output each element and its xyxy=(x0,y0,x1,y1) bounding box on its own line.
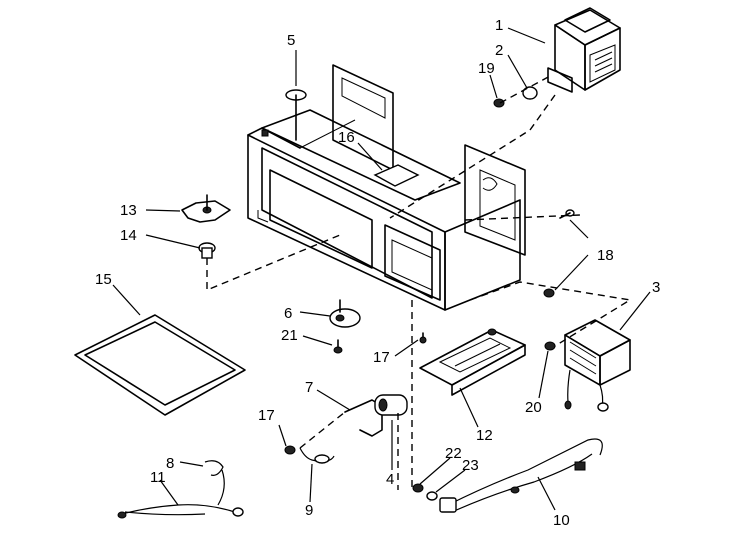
callout-17-left: 17 xyxy=(258,407,275,424)
capacitor-unit-part xyxy=(564,319,631,412)
base-plate-part xyxy=(419,328,526,396)
callout-12: 12 xyxy=(476,427,493,444)
callout-19: 19 xyxy=(478,60,495,77)
stirrer-blade-part xyxy=(181,194,231,223)
nut-part-20 xyxy=(544,341,556,351)
transformer-part xyxy=(547,7,621,93)
power-cord-part xyxy=(439,438,603,513)
callout-1: 1 xyxy=(495,17,503,34)
callout-7: 7 xyxy=(305,379,313,396)
callout-16: 16 xyxy=(338,129,355,146)
callout-18: 18 xyxy=(597,247,614,264)
callout-13: 13 xyxy=(120,202,137,219)
callout-9: 9 xyxy=(305,502,313,519)
callout-23: 23 xyxy=(462,457,479,474)
wire-harness-part-11 xyxy=(117,460,244,519)
callout-21: 21 xyxy=(281,327,298,344)
washers-part-22-23 xyxy=(412,483,438,501)
fuse-lead-part xyxy=(299,447,335,464)
callout-5: 5 xyxy=(287,32,295,49)
callout-8: 8 xyxy=(166,455,174,472)
glass-tray-part xyxy=(74,314,246,416)
bracket-screw-parts xyxy=(493,86,538,108)
callout-leaders xyxy=(112,27,651,511)
callout-6: 6 xyxy=(284,305,292,322)
callout-22: 22 xyxy=(445,445,462,462)
callout-2: 2 xyxy=(495,42,503,59)
stirrer-pulley-part xyxy=(198,242,216,259)
callout-20: 20 xyxy=(525,399,542,416)
callout-17-right: 17 xyxy=(373,349,390,366)
callout-15: 15 xyxy=(95,271,112,288)
motor-screw-part xyxy=(333,339,343,354)
callout-14: 14 xyxy=(120,227,137,244)
hv-capacitor-part xyxy=(344,394,408,437)
callout-10: 10 xyxy=(553,512,570,529)
callout-4: 4 xyxy=(386,471,394,488)
screws-part-18 xyxy=(543,209,575,298)
screws-part-17 xyxy=(284,332,427,455)
stirrer-motor-part xyxy=(329,299,361,328)
oven-cavity-assembly xyxy=(247,64,526,311)
stirrer-cover-part xyxy=(285,89,307,141)
callout-11: 11 xyxy=(150,469,166,486)
assembly-lines xyxy=(206,74,632,490)
callout-3: 3 xyxy=(652,279,660,296)
callout-labels: 1 2 3 4 5 6 7 8 9 10 11 12 13 14 15 16 1… xyxy=(95,17,660,529)
